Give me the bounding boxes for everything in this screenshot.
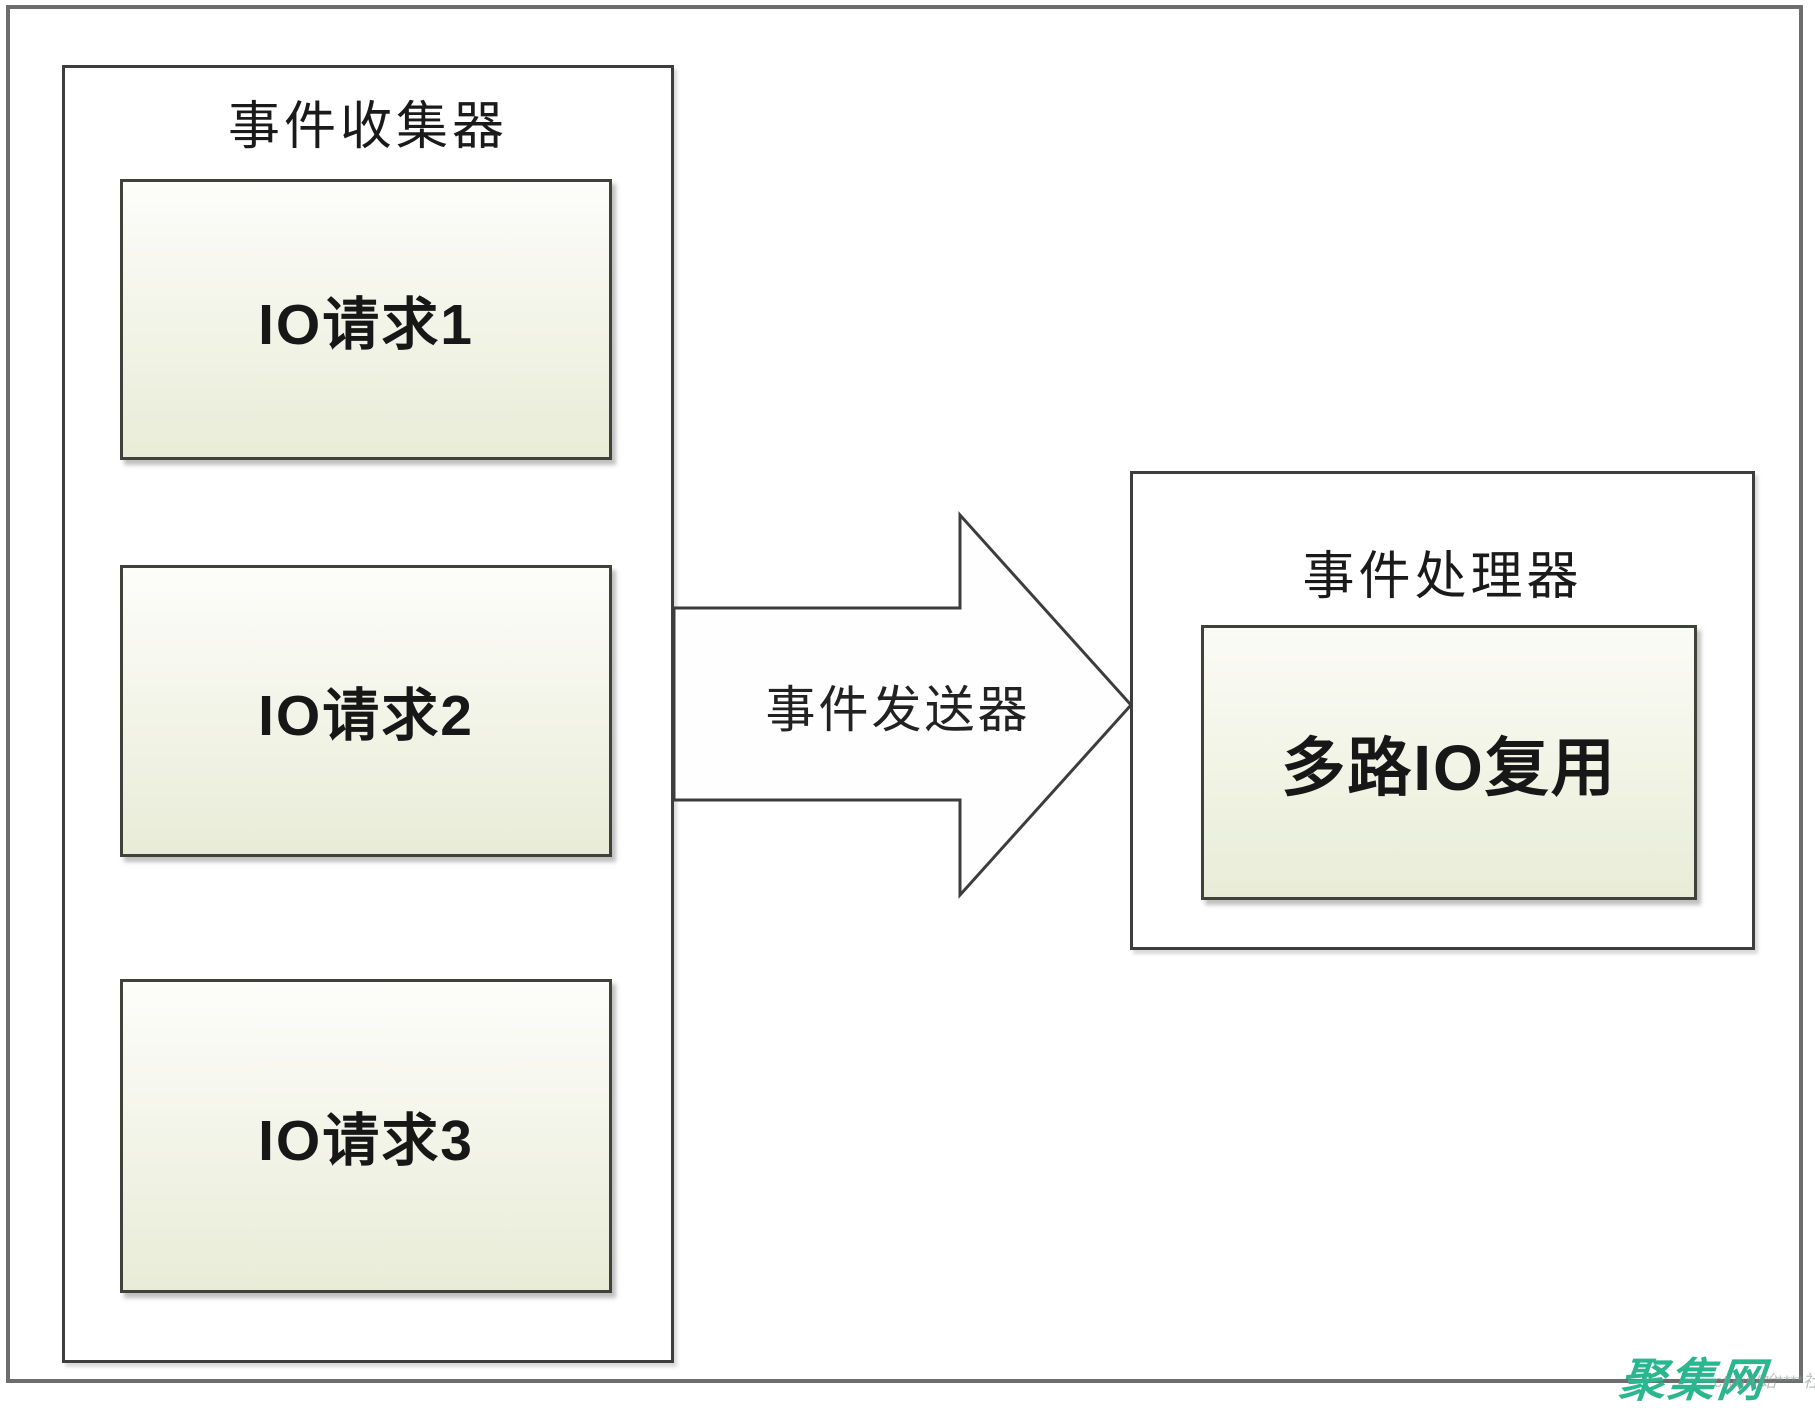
io-request-box-2: IO请求2 [120, 565, 612, 857]
io-request-label-1: IO请求1 [258, 292, 474, 357]
io-request-label-3: IO请求3 [258, 1109, 474, 1173]
io-request-box-3: IO请求3 [120, 979, 612, 1293]
event-handler-title: 事件处理器 [1302, 548, 1583, 606]
event-handler-container: 事件处理器 多路IO复用 [1130, 471, 1755, 950]
watermark-faint-text: ctyun/始****社 [1714, 1372, 1815, 1391]
event-collector-title: 事件收集器 [227, 98, 508, 156]
io-multiplex-label: 多路IO复用 [1281, 731, 1617, 804]
event-sender-label: 事件发送器 [765, 682, 1031, 738]
io-multiplex-box: 多路IO复用 [1201, 625, 1697, 900]
io-request-label-2: IO请求2 [258, 684, 474, 748]
right-arrow-shape [672, 511, 1134, 899]
io-request-box-1: IO请求1 [120, 179, 612, 460]
event-collector-container: 事件收集器 IO请求1 IO请求2 IO请求3 [62, 65, 674, 1363]
